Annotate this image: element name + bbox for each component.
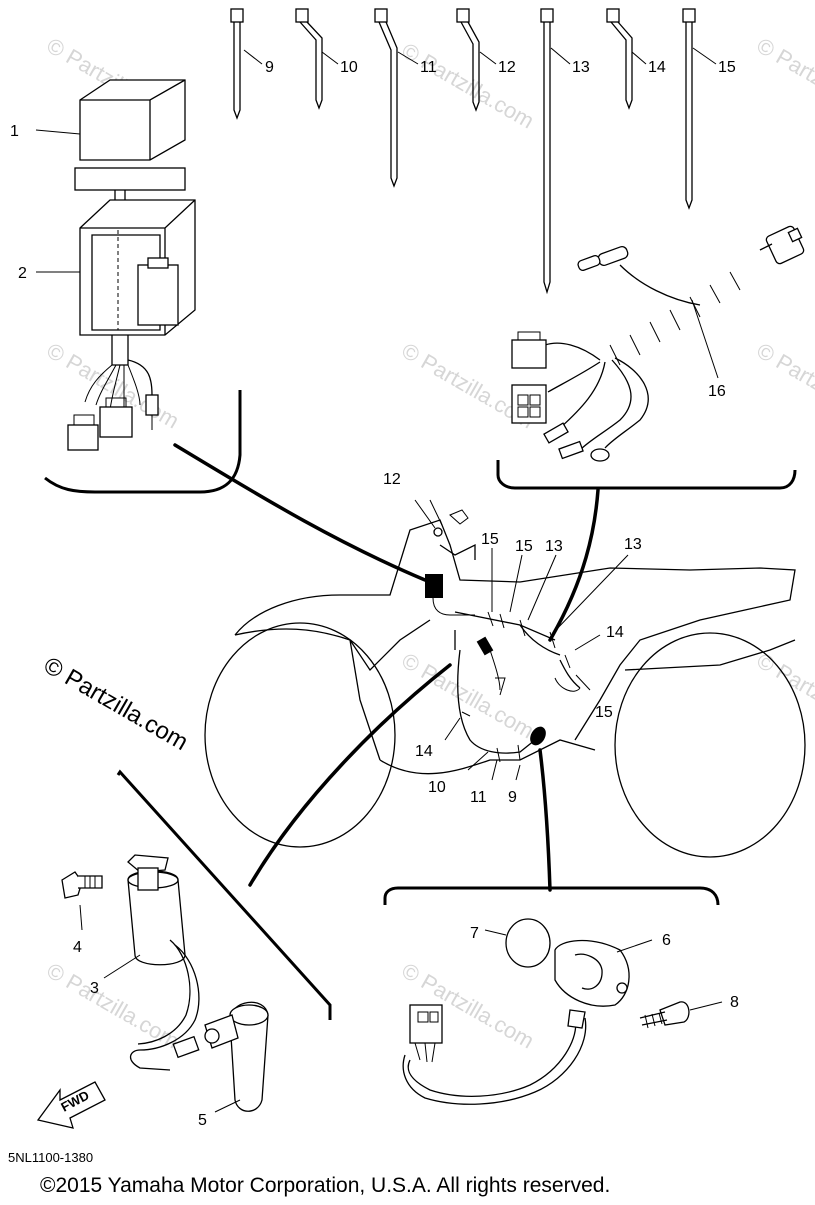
callout-11: 11: [420, 59, 437, 76]
callout-15-assembly: 15: [481, 531, 499, 548]
leader-sensor: [540, 750, 550, 890]
callout-7: 7: [470, 925, 479, 942]
watermark-main: © Partzilla.com: [39, 652, 193, 756]
callout-12-assembly: 12: [383, 471, 401, 488]
leader-harness: [550, 490, 598, 640]
fwd-arrow-icon: FWD: [38, 1082, 105, 1128]
cable-ties-group: [231, 9, 716, 292]
copyright-text: ©2015 Yamaha Motor Corporation, U.S.A. A…: [40, 1174, 610, 1197]
callout-11-assembly: 11: [470, 789, 487, 806]
callout-13: 13: [572, 59, 590, 76]
callout-9: 9: [265, 59, 274, 76]
callout-13-assembly: 13: [624, 536, 642, 553]
watermark: © Partzilla.com: [398, 38, 539, 134]
callout-14-assembly: 14: [606, 624, 624, 641]
callout-9-assembly: 9: [508, 789, 517, 806]
watermark: © Partzilla.com: [398, 648, 539, 744]
callout-10-assembly: 10: [428, 779, 446, 796]
callout-4: 4: [73, 939, 82, 956]
callout-15: 15: [718, 59, 736, 76]
callout-3: 3: [90, 980, 99, 997]
watermark: © Partzilla.com: [753, 648, 815, 744]
callout-14: 14: [648, 59, 666, 76]
watermark: © Partzilla.com: [753, 338, 815, 434]
cdi-unit-group: [36, 80, 240, 492]
callout-13-assembly: 13: [545, 538, 563, 555]
callout-15-assembly: 15: [595, 704, 613, 721]
watermark: © Partzilla.com: [753, 33, 815, 129]
diagram-code: 5NL1100-1380: [8, 1150, 93, 1165]
callout-1: 1: [10, 123, 19, 140]
callout-14-assembly: 14: [415, 743, 433, 760]
callout-5: 5: [198, 1112, 207, 1129]
callout-16: 16: [708, 383, 726, 400]
callout-2: 2: [18, 265, 27, 282]
leader-cdi: [175, 445, 425, 580]
callout-8: 8: [730, 994, 739, 1011]
callout-12: 12: [498, 59, 516, 76]
motorcycle-outline-group: [205, 500, 805, 857]
callout-6: 6: [662, 932, 671, 949]
callout-15-assembly: 15: [515, 538, 533, 555]
ignition-coil-group: [62, 772, 330, 1112]
leader-coil: [250, 665, 450, 885]
callout-10: 10: [340, 59, 358, 76]
